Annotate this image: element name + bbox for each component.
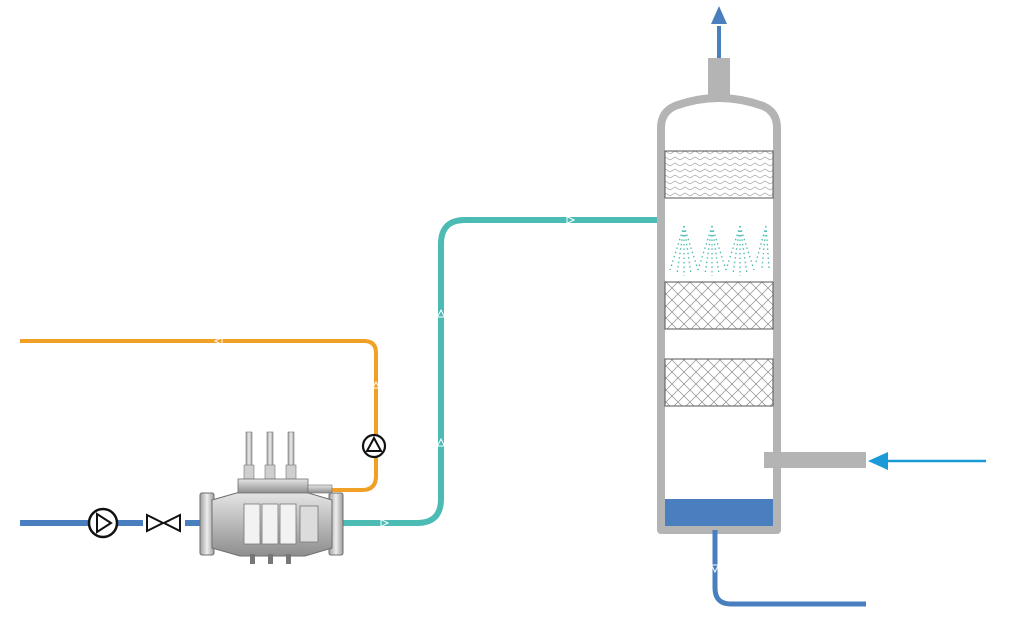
arrow-left-icon bbox=[868, 452, 888, 470]
absorber-column bbox=[657, 6, 781, 534]
feed-pump bbox=[87, 507, 119, 539]
filter-separator-unit bbox=[199, 431, 344, 564]
packing-bed-lower bbox=[664, 358, 774, 407]
liquid-distributor-spray bbox=[669, 225, 770, 276]
sump-liquid bbox=[665, 499, 773, 526]
packing-bed-top bbox=[664, 150, 774, 199]
gate-valve-icon bbox=[146, 513, 181, 533]
flow-arrow-icon bbox=[371, 381, 381, 389]
isolation-valve bbox=[143, 512, 185, 534]
recycle-line bbox=[20, 336, 381, 492]
flow-arrow-icon bbox=[436, 308, 446, 318]
scrubbing-liquid-line bbox=[335, 215, 772, 528]
packing-bed-middle bbox=[664, 281, 774, 330]
pump-icon bbox=[96, 512, 113, 534]
bottoms-line bbox=[710, 530, 866, 607]
recycle-pump bbox=[361, 433, 387, 459]
gas-inlet-nozzle bbox=[764, 452, 866, 468]
gas-outlet-stack bbox=[708, 58, 730, 106]
flow-arrow-icon bbox=[380, 518, 390, 528]
flow-arrow-icon bbox=[213, 336, 223, 346]
flow-arrow-icon bbox=[436, 437, 446, 447]
pump-icon bbox=[365, 435, 383, 452]
flow-arrow-icon bbox=[710, 564, 720, 574]
arrow-up-icon bbox=[711, 6, 727, 24]
flow-arrow-icon bbox=[566, 215, 576, 225]
gas-inlet-line bbox=[764, 452, 986, 470]
